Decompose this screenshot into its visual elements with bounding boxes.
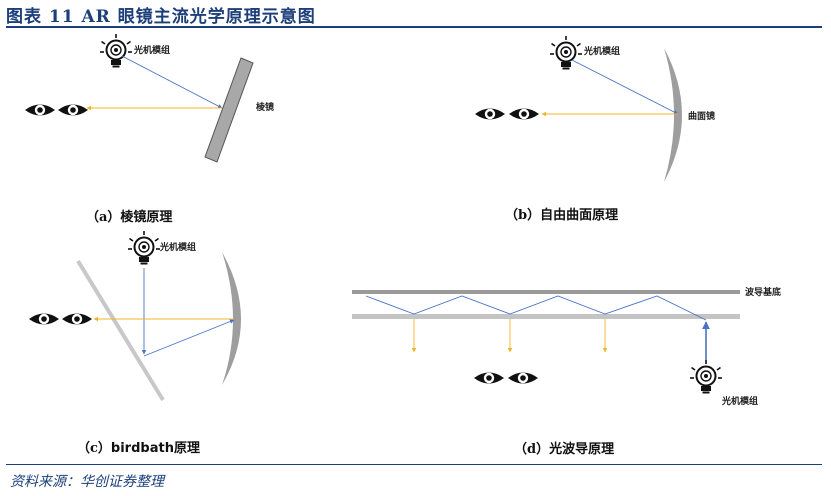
incident-ray — [121, 55, 223, 109]
eye-icon — [25, 104, 55, 116]
reflected-ray — [143, 319, 235, 357]
eye-icon — [29, 313, 59, 325]
eye-icon — [474, 372, 504, 384]
projector-icon — [99, 33, 133, 69]
eye-icon — [475, 108, 505, 120]
caption-b: （b）自由曲面原理 — [505, 208, 619, 223]
panel-b — [475, 35, 682, 182]
waveguide-top-surface — [352, 290, 740, 294]
title-rule — [6, 26, 822, 28]
curved-mirror-label: 曲面镜 — [688, 112, 716, 122]
eye-icon — [62, 313, 92, 325]
caption-c: （c）birdbath原理 — [77, 437, 200, 456]
beam-splitter — [76, 259, 165, 402]
incident-ray — [571, 59, 679, 115]
projector-icon — [689, 359, 723, 395]
prism-label: 棱镜 — [256, 103, 275, 113]
eye-icon — [509, 108, 539, 120]
figure-title: 图表 11 AR 眼镜主流光学原理示意图 — [6, 7, 316, 27]
panel-d — [352, 290, 740, 395]
waveguide-bottom-surface — [352, 314, 740, 319]
projector-label: 光机模组 — [134, 46, 171, 56]
panel-c — [29, 230, 241, 402]
zigzag-ray — [365, 295, 707, 321]
panel-a — [25, 33, 254, 163]
eye-icon — [58, 104, 88, 116]
caption-c-prefix: （c） — [77, 441, 111, 456]
birdbath-mirror — [222, 252, 241, 385]
caption-d: （d）光波导原理 — [514, 442, 615, 457]
projector-icon — [127, 230, 161, 266]
eye-icon — [508, 372, 538, 384]
projector-icon — [549, 35, 583, 71]
caption-c-suffix: 原理 — [173, 441, 200, 456]
caption-c-en: birdbath — [110, 441, 174, 456]
projector-label: 光机模组 — [584, 47, 621, 57]
substrate-label: 波导基底 — [745, 288, 782, 298]
projector-label: 光机模组 — [722, 397, 759, 407]
projector-label: 光机模组 — [160, 243, 197, 253]
caption-a: （a）棱镜原理 — [86, 210, 173, 225]
curved-mirror — [664, 48, 682, 182]
source-note: 资料来源：华创证券整理 — [10, 474, 164, 490]
prism — [204, 57, 254, 163]
bottom-rule — [6, 464, 822, 465]
